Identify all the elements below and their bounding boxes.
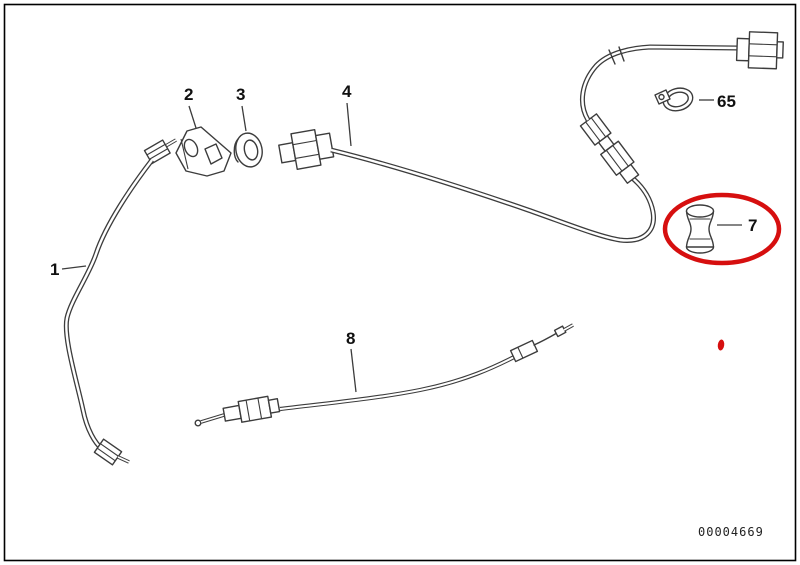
leader-line-8	[350, 348, 357, 393]
part-label-1[interactable]: 1	[50, 260, 59, 279]
part-label-7[interactable]: 7	[748, 216, 757, 235]
part-4-brake-hose	[278, 31, 784, 243]
red-marker-dot	[717, 339, 725, 351]
callout-part-65: 65	[699, 92, 736, 111]
part-7-grommet	[685, 204, 715, 254]
highlight-circle-part-7	[662, 192, 782, 266]
part-2-bracket	[175, 126, 232, 177]
part-3-ring	[233, 132, 263, 168]
leader-line-1	[61, 265, 87, 270]
part-label-8[interactable]: 8	[346, 329, 355, 348]
leader-line-4	[346, 102, 352, 147]
callout-part-7: 7	[717, 216, 757, 235]
leader-line-2	[188, 105, 197, 129]
callout-part-2: 2	[184, 85, 197, 129]
callout-part-1: 1	[50, 260, 87, 279]
callout-part-4: 4	[342, 82, 352, 147]
part-label-3[interactable]: 3	[236, 85, 245, 104]
leader-line-3	[241, 105, 247, 132]
drawing-number: 00004669	[698, 525, 764, 539]
part-label-4[interactable]: 4	[342, 82, 352, 101]
part-65-clip	[654, 87, 694, 112]
callout-part-3: 3	[236, 85, 247, 132]
part-8-cable	[194, 323, 574, 427]
part-1-pipe	[63, 138, 177, 466]
part-label-65[interactable]: 65	[717, 92, 736, 111]
part-label-2[interactable]: 2	[184, 85, 193, 104]
callout-part-8: 8	[346, 329, 357, 393]
